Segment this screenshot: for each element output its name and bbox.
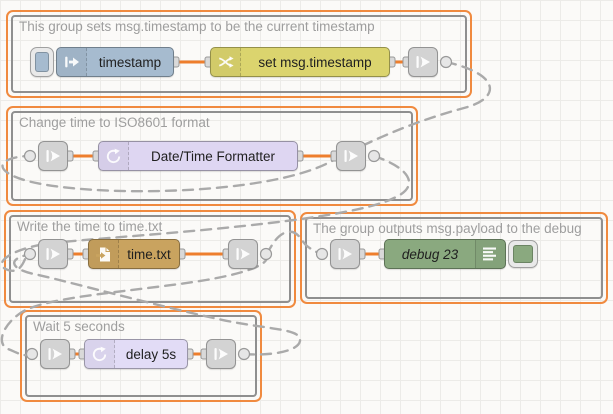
virtual-wire-g3-to-g5[interactable]: [0, 252, 269, 357]
link-port[interactable]: [259, 247, 273, 261]
link-icon: [214, 348, 228, 360]
node-label: set msg.timestamp: [258, 54, 372, 70]
node-label: delay 5s: [125, 346, 177, 362]
node-link-out-3[interactable]: [228, 239, 258, 269]
link-port[interactable]: [237, 347, 251, 361]
inject-button-face: [35, 52, 49, 72]
group-set-timestamp[interactable]: This group sets msg.timestamp to be the …: [6, 10, 472, 98]
link-port[interactable]: [23, 247, 37, 261]
clock-refresh-icon: [99, 142, 129, 170]
node-link-out-1[interactable]: [408, 47, 438, 77]
group-title: This group sets msg.timestamp to be the …: [19, 19, 375, 34]
virtual-wire-g3-to-g4[interactable]: [264, 230, 321, 256]
group-wait-5s[interactable]: Wait 5 seconds: [20, 310, 262, 402]
node-label: timestamp: [98, 54, 162, 70]
node-link-out-2[interactable]: [336, 141, 366, 171]
group-title: Change time to ISO8601 format: [19, 115, 210, 130]
group-border: Write the time to time.txt: [9, 215, 291, 303]
node-link-in-2[interactable]: [38, 141, 68, 171]
link-port[interactable]: [315, 247, 329, 261]
group-border: This group sets msg.timestamp to be the …: [11, 15, 467, 93]
list-icon: [475, 240, 505, 268]
virtual-wire-g2-to-g3[interactable]: [0, 154, 411, 272]
link-port[interactable]: [25, 347, 39, 361]
shuffle-icon: [211, 48, 241, 76]
node-label: time.txt: [127, 246, 171, 262]
inject-arrow-icon: [57, 48, 87, 76]
node-delay-5s[interactable]: delay 5s: [84, 339, 188, 369]
file-icon: [89, 240, 119, 268]
group-debug-output[interactable]: The group outputs msg.payload to the deb…: [300, 212, 608, 304]
group-title: The group outputs msg.payload to the deb…: [313, 221, 582, 236]
group-border: Change time to ISO8601 format: [11, 111, 413, 201]
link-icon: [344, 150, 358, 162]
debug-toggle-button[interactable]: [508, 240, 538, 268]
link-icon: [236, 248, 250, 260]
link-icon: [416, 56, 430, 68]
group-title: Wait 5 seconds: [33, 319, 125, 334]
group-title: Write the time to time.txt: [17, 219, 163, 234]
group-border: The group outputs msg.payload to the deb…: [305, 217, 603, 299]
virtual-wire-g1-to-g2[interactable]: [1, 60, 492, 193]
node-link-in-5[interactable]: [40, 339, 70, 369]
node-label: debug 23: [401, 246, 459, 262]
link-port[interactable]: [23, 149, 37, 163]
link-icon: [46, 248, 60, 260]
node-datetime-formatter[interactable]: Date/Time Formatter: [98, 141, 298, 171]
node-link-out-5[interactable]: [206, 339, 236, 369]
node-file-timetxt[interactable]: time.txt: [88, 239, 180, 269]
link-port[interactable]: [367, 149, 381, 163]
node-inject-timestamp[interactable]: timestamp: [56, 47, 174, 77]
link-icon: [48, 348, 62, 360]
link-icon: [46, 150, 60, 162]
node-label: Date/Time Formatter: [150, 148, 276, 164]
inject-button[interactable]: [30, 47, 54, 77]
clock-refresh-icon: [85, 340, 115, 368]
virtual-wire-g5-to-g3[interactable]: [13, 253, 302, 356]
link-icon: [338, 248, 352, 260]
node-link-in-3[interactable]: [38, 239, 68, 269]
group-iso-format[interactable]: Change time to ISO8601 format: [6, 106, 418, 206]
debug-button-face: [513, 245, 533, 263]
node-debug-23[interactable]: debug 23: [384, 239, 506, 269]
node-change-set-timestamp[interactable]: set msg.timestamp: [210, 47, 390, 77]
node-link-in-4[interactable]: [330, 239, 360, 269]
link-port[interactable]: [439, 55, 453, 69]
